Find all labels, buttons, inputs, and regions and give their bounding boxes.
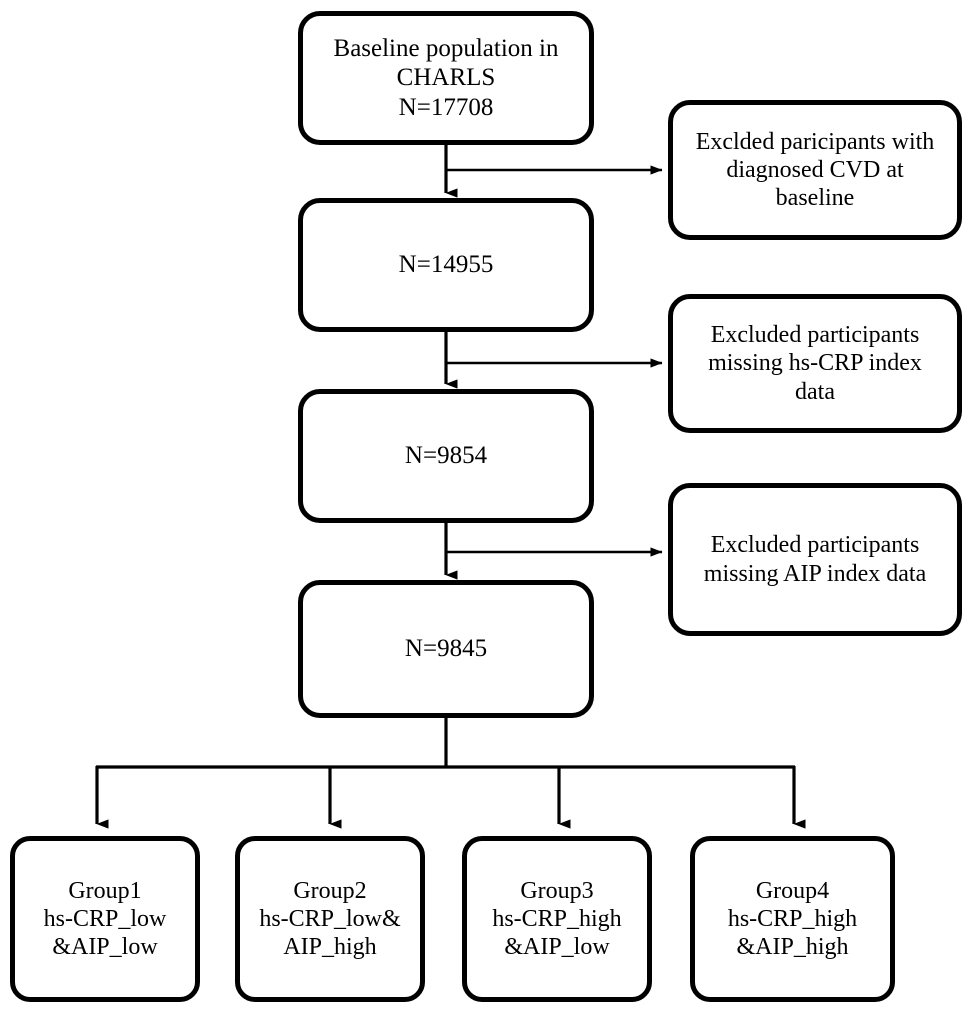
node-exclusion-hscrp-label: Excluded participants missing hs-CRP ind… <box>708 322 922 405</box>
node-after-hscrp-exclusion: N=9854 <box>298 389 594 523</box>
node-group-3-label: Group3 hs-CRP_high &AIP_low <box>492 877 622 961</box>
node-exclusion-cvd-label: Exclded paricipants with diagnosed CVD a… <box>695 128 935 212</box>
node-exclusion-hscrp: Excluded participants missing hs-CRP ind… <box>668 294 962 433</box>
node-group-3: Group3 hs-CRP_high &AIP_low <box>462 836 652 1002</box>
node-group-1-label: Group1 hs-CRP_low &AIP_low <box>43 877 167 961</box>
node-final-analytic-sample: N=9845 <box>298 580 594 718</box>
node-group-4: Group4 hs-CRP_high &AIP_high <box>690 836 895 1002</box>
node-group-4-label: Group4 hs-CRP_high &AIP_high <box>727 877 858 961</box>
node-after-cvd-exclusion-label: N=14955 <box>398 251 494 279</box>
node-after-cvd-exclusion: N=14955 <box>298 198 594 332</box>
node-after-hscrp-exclusion-label: N=9854 <box>404 442 488 470</box>
node-exclusion-aip-label: Excluded participants missing AIP index … <box>703 532 927 587</box>
node-group-2: Group2 hs-CRP_low& AIP_high <box>235 836 425 1002</box>
node-exclusion-cvd: Exclded paricipants with diagnosed CVD a… <box>668 100 962 240</box>
node-baseline-population-label: Baseline population in CHARLS N=17708 <box>333 34 559 121</box>
node-group-1: Group1 hs-CRP_low &AIP_low <box>10 836 200 1002</box>
node-group-2-label: Group2 hs-CRP_low& AIP_high <box>259 877 401 961</box>
node-final-analytic-sample-label: N=9845 <box>404 635 488 663</box>
node-exclusion-aip: Excluded participants missing AIP index … <box>668 483 962 636</box>
node-baseline-population: Baseline population in CHARLS N=17708 <box>298 11 594 145</box>
